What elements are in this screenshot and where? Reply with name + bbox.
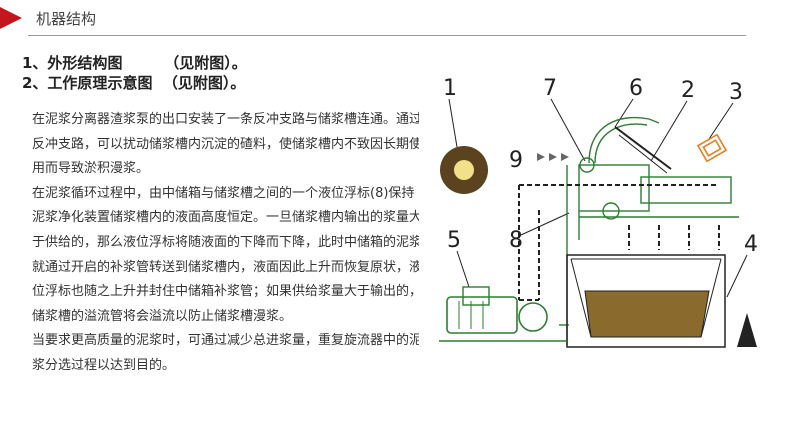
label-8: 8: [509, 228, 523, 253]
working-principle-diagram: 1 2 3 4 5 6 7 8 9: [419, 65, 760, 366]
paragraph-float: 在泥浆循环过程中，由中储箱与储浆槽之间的一个液位浮标(8)保持泥浆净化装置储浆槽…: [32, 185, 423, 324]
diagram-svg: 1 2 3 4 5 6 7 8 9: [439, 76, 758, 348]
storage-tank: [566, 254, 726, 348]
header-marker: [0, 7, 22, 29]
roller-center: [454, 160, 474, 180]
label-4: 4: [744, 232, 758, 257]
leader-lines: [448, 98, 748, 298]
label-1: 1: [443, 76, 457, 101]
label-5: 5: [447, 228, 461, 253]
heading-structure: 1、外形结构图 （见附图）。: [22, 54, 247, 72]
cyclone: [696, 133, 728, 163]
label-6: 6: [629, 76, 643, 101]
solids-pile: [737, 313, 757, 347]
header-divider: [28, 35, 746, 36]
paragraph-backflush: 在泥浆分离器渣浆泵的出口安装了一条反冲支路与储浆槽连通。通过反冲支路，可以扰动储…: [32, 112, 423, 177]
label-7: 7: [543, 76, 557, 101]
screen-deck: [614, 126, 672, 170]
heading-principle: 2、工作原理示意图 （见附图）。: [22, 74, 246, 92]
label-9: 9: [509, 148, 523, 173]
label-2: 2: [681, 78, 695, 103]
screen-deck-lower: [618, 134, 668, 174]
description-text: 在泥浆分离器渣浆泵的出口安装了一条反冲支路与储浆槽连通。通过反冲支路，可以扰动储…: [32, 108, 427, 379]
flow-lines: [518, 184, 720, 301]
label-3: 3: [729, 80, 743, 105]
pump-motor: [439, 286, 567, 342]
output-arrows-left: [537, 153, 569, 161]
paragraph-quality: 当要求更高质量的泥浆时，可通过减少总进浆量，重复旋流器中的泥浆分选过程以达到目的…: [32, 333, 423, 373]
page-title: 机器结构: [36, 10, 97, 28]
